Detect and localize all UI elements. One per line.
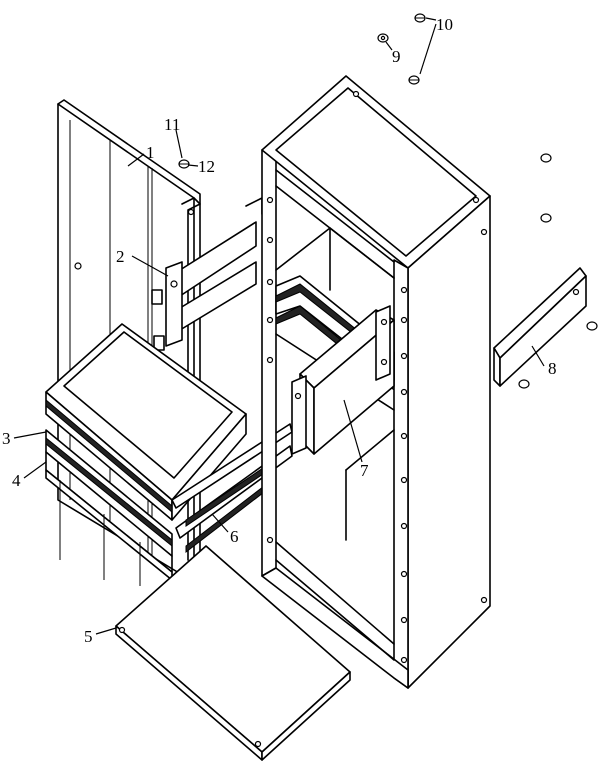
screw-side-d (518, 379, 530, 389)
label-part-11: 11 (164, 115, 180, 134)
label-part-1: 1 (146, 143, 155, 162)
label-part-2: 2 (116, 247, 125, 266)
label-part-12: 12 (198, 157, 215, 176)
screw-side-b (540, 213, 552, 223)
screw-10a (414, 13, 426, 23)
nut-9 (377, 33, 389, 43)
upper-support-rails (151, 197, 263, 351)
label-part-10: 10 (436, 15, 453, 34)
screw-side-c (586, 321, 598, 331)
label-part-3: 3 (2, 429, 11, 448)
part-labels: 1 2 3 4 5 6 7 8 9 10 11 12 (2, 15, 557, 646)
label-part-9: 9 (392, 47, 401, 66)
drawer-unit (45, 323, 247, 586)
side-mounting-plate (493, 267, 587, 387)
leader-lines (13, 17, 545, 635)
screw-11 (178, 159, 190, 169)
center-bracket (291, 305, 395, 455)
base-plate (115, 545, 351, 761)
screw-side-a (540, 153, 552, 163)
label-part-6: 6 (230, 527, 239, 546)
label-part-8: 8 (548, 359, 557, 378)
label-part-5: 5 (84, 627, 93, 646)
hardware-screws (178, 13, 598, 389)
screw-10b (408, 75, 420, 85)
label-part-4: 4 (12, 471, 21, 490)
label-part-7: 7 (360, 461, 369, 480)
